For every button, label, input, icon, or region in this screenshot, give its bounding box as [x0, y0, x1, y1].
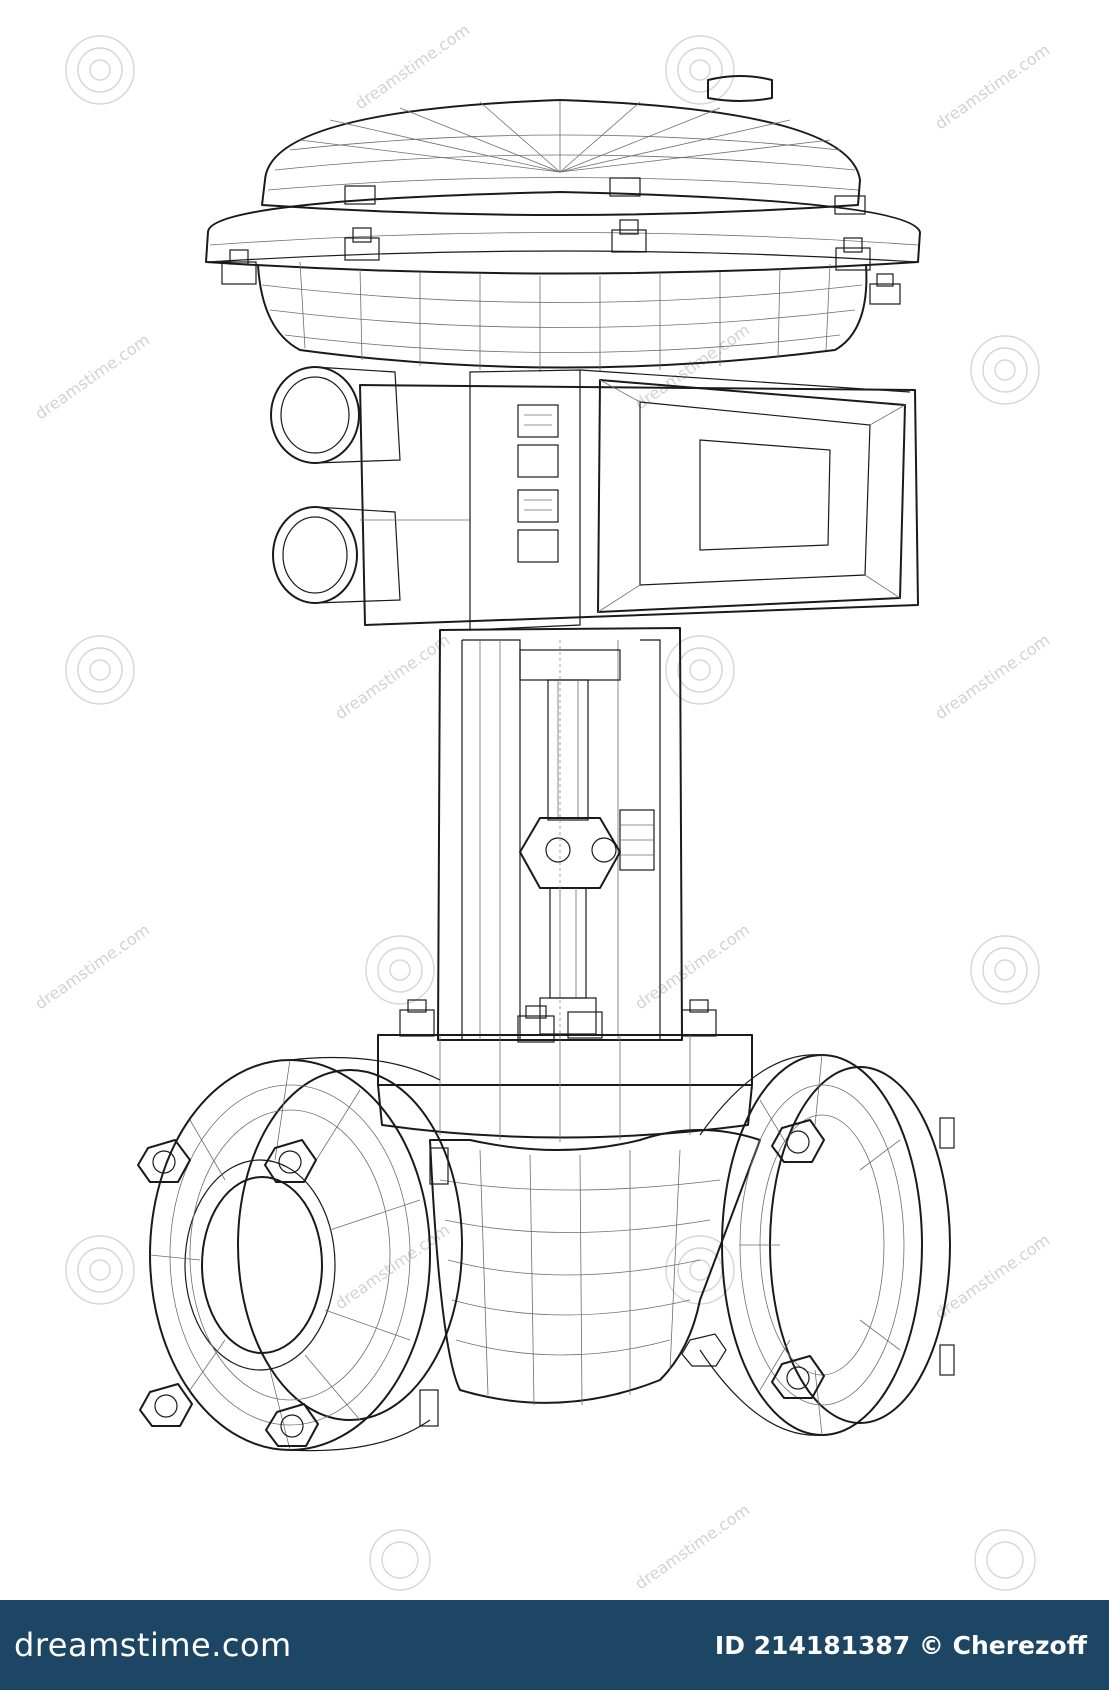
- display-window: [597, 379, 906, 613]
- image-id: ID 214181387: [714, 1630, 911, 1660]
- valve-stem: [519, 649, 655, 1035]
- flange-bolt: [221, 249, 257, 285]
- flange-bolt: [344, 177, 866, 215]
- flange-bolt: [835, 237, 871, 271]
- watermark-text: dreamstime.com: [631, 920, 753, 1013]
- image-credit: ID 214181387 © Cherezoff: [715, 1631, 1087, 1660]
- flange-bolt: [139, 1383, 193, 1427]
- bonnet-flange: [377, 1034, 753, 1142]
- flange-bolt: [137, 1139, 191, 1183]
- watermark-text: dreamstime.com: [331, 630, 453, 723]
- flange-bolt: [771, 1119, 825, 1163]
- left-pipe-flange: [137, 1056, 463, 1452]
- valve-yoke: [399, 627, 717, 1043]
- flange-bolt: [265, 1403, 319, 1447]
- flange-bolt: [611, 219, 647, 253]
- watermark-text: dreamstime.com: [31, 920, 153, 1013]
- valve-body: [429, 1129, 761, 1406]
- author-credit: © Cherezoff: [918, 1630, 1087, 1660]
- watermark-text: dreamstime.com: [31, 330, 153, 423]
- pressure-gauge: [272, 506, 401, 604]
- watermark-text: dreamstime.com: [931, 40, 1053, 133]
- flange-bolt: [681, 1333, 727, 1367]
- right-pipe-flange: [681, 1054, 955, 1436]
- stock-watermark-footer: dreamstime.com ID 214181387 © Cherezoff: [0, 1600, 1109, 1690]
- pressure-gauge: [270, 366, 401, 464]
- watermark-text: dreamstime.com: [351, 20, 473, 113]
- flange-bolt: [264, 1139, 317, 1183]
- watermark-text: dreamstime.com: [931, 630, 1053, 723]
- valve-wireframe-drawing: dreamstime.com dreamstime.com dreamstime…: [31, 20, 1054, 1594]
- brand-logo-text: dreamstime.com: [14, 1626, 292, 1664]
- flange-bolt: [869, 273, 901, 305]
- flange-bolt: [344, 227, 380, 261]
- flange-bolt: [771, 1355, 825, 1399]
- valve-positioner: [270, 366, 919, 631]
- diaphragm-actuator: [205, 75, 921, 372]
- watermark-text: dreamstime.com: [631, 1500, 753, 1593]
- watermark-pattern: dreamstime.com dreamstime.com dreamstime…: [31, 20, 1053, 1593]
